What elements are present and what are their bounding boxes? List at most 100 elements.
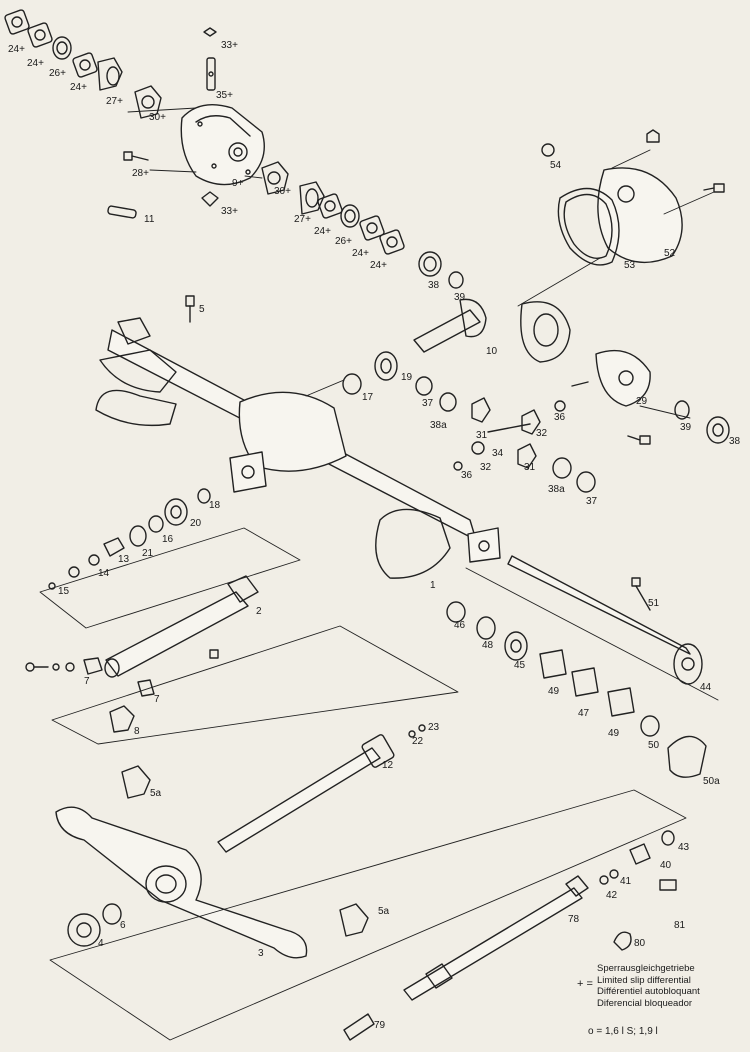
callout-38a: 38a (548, 484, 565, 495)
callout-26-plus: 26+ (49, 68, 66, 79)
callout-78: 78 (568, 914, 580, 925)
callout-36: 36 (461, 470, 473, 481)
left-hub-parts (48, 488, 211, 590)
legend-line-de: Sperrausgleichgetriebe (597, 963, 695, 974)
callout-43: 43 (678, 842, 690, 853)
callout-9-plus: 9+ (232, 178, 244, 189)
callout-13: 13 (118, 554, 130, 565)
callout-18: 18 (209, 500, 221, 511)
callout-38a: 38a (430, 420, 447, 431)
callout-39: 39 (680, 422, 692, 433)
callout-49: 49 (608, 728, 620, 739)
callout-48: 48 (482, 640, 494, 651)
legend-line-en: Limited slip differential (597, 974, 691, 986)
callout-31: 31 (476, 430, 488, 441)
callout-1: 1 (430, 580, 436, 591)
torsion-bar (217, 724, 426, 853)
callout-53: 53 (624, 260, 636, 271)
callout-11: 11 (144, 214, 155, 225)
clutch-discs-left (4, 9, 123, 91)
callout-23: 23 (428, 722, 440, 733)
callout-47: 47 (578, 708, 590, 719)
callout-37: 37 (586, 496, 598, 507)
legend-line-es: Diferencial bloqueador (597, 997, 693, 1009)
callout-22: 22 (412, 736, 424, 747)
callout-24-plus: 24+ (314, 226, 331, 237)
callout-34: 34 (492, 448, 504, 459)
callout-24-plus: 24+ (8, 44, 25, 55)
half-shaft (446, 555, 707, 778)
callout-30-plus: 30+ (149, 112, 166, 123)
callout-46: 46 (454, 620, 466, 631)
callout-35-plus: 35+ (216, 90, 233, 101)
legend-marker: + = (577, 978, 593, 990)
callout-2: 2 (256, 606, 262, 617)
callout-31: 31 (524, 462, 536, 473)
callout-32: 32 (480, 462, 492, 473)
tag-11 (107, 205, 137, 219)
callout-42: 42 (606, 890, 618, 901)
callout-80: 80 (634, 938, 646, 949)
callout-38: 38 (428, 280, 440, 291)
callout-50a: 50a (703, 776, 720, 787)
callout-15: 15 (58, 586, 70, 597)
ring-and-pinion (413, 251, 571, 363)
callout-7: 7 (84, 676, 90, 687)
callout-52: 52 (664, 248, 676, 259)
callout-36: 36 (554, 412, 566, 423)
callout-21: 21 (142, 548, 154, 559)
tube-assembly-2 (25, 575, 259, 733)
callout-54: 54 (550, 160, 562, 171)
callout-40: 40 (660, 860, 672, 871)
callout-6: 6 (120, 920, 126, 931)
callout-20: 20 (190, 518, 202, 529)
callout-50: 50 (648, 740, 660, 751)
callout-24-plus: 24+ (70, 82, 87, 93)
callout-24-plus: 24+ (352, 248, 369, 259)
callout-26-plus: 26+ (335, 236, 352, 247)
clutch-discs-right (299, 181, 405, 255)
callout-12: 12 (382, 760, 394, 771)
callout-3: 3 (258, 948, 264, 959)
callout-10: 10 (486, 346, 498, 357)
side-gear-left (134, 85, 162, 119)
callout-39: 39 (454, 292, 466, 303)
callout-30-plus: 30+ (274, 186, 291, 197)
rear-cover-group (541, 129, 725, 266)
legend-line-fr: Différentiel autobloquant (597, 986, 700, 997)
callout-16: 16 (162, 534, 174, 545)
leader-lines (39, 149, 719, 1041)
differential-internals (342, 349, 730, 493)
callout-44: 44 (700, 682, 712, 693)
propeller-shaft (343, 830, 677, 1041)
callout-28-plus: 28+ (132, 168, 149, 179)
callout-5a: 5a (378, 906, 390, 917)
callout-5: 5 (199, 304, 205, 315)
cross-pin (203, 27, 217, 91)
engine-variant-note: o = 1,6 l S; 1,9 l (588, 1026, 658, 1037)
callout-17: 17 (362, 392, 374, 403)
differential-case (180, 104, 265, 186)
pinion-gear-bottom (201, 191, 219, 207)
callout-49: 49 (548, 686, 560, 697)
callout-29: 29 (636, 396, 648, 407)
callout-27-plus: 27+ (294, 214, 311, 225)
callout-4: 4 (98, 938, 104, 949)
callout-19: 19 (401, 372, 413, 383)
callout-32: 32 (536, 428, 548, 439)
callout-38: 38 (729, 436, 741, 447)
callout-51: 51 (648, 598, 660, 609)
callout-24-plus: 24+ (370, 260, 387, 271)
axle-housing (95, 295, 501, 579)
callout-8: 8 (134, 726, 140, 737)
callout-37: 37 (422, 398, 434, 409)
callout-45: 45 (514, 660, 526, 671)
callout-27-plus: 27+ (106, 96, 123, 107)
side-gear-right (261, 161, 289, 195)
callout-5a: 5a (150, 788, 162, 799)
trailing-arm (55, 765, 369, 959)
bolt-28 (123, 151, 149, 161)
callout-79: 79 (374, 1020, 386, 1031)
callout-81: 81 (674, 920, 686, 931)
